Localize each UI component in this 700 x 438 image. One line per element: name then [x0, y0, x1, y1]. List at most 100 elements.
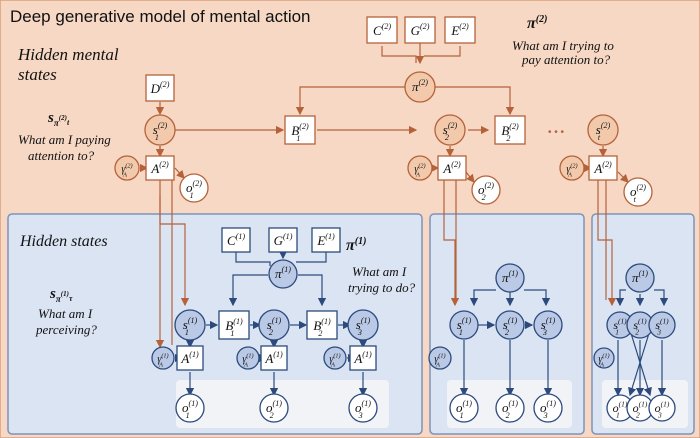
B1-upper-node: B(2)1: [284, 115, 316, 145]
lower-pi-question-2: trying to do?: [348, 280, 416, 295]
node-label: γ(1)A: [434, 353, 445, 369]
A-lower-node-3: A(1): [349, 345, 377, 371]
node-label: π(1): [632, 269, 648, 285]
node-label: s(1)1: [613, 317, 627, 337]
lower-s-question-2: perceiving?: [35, 322, 97, 337]
ot-upper-node: o(2)t: [623, 177, 653, 207]
D-node: D(2): [145, 74, 175, 102]
edge: [443, 180, 460, 307]
edge: [298, 274, 327, 307]
diagram-title: Deep generative model of mental action: [10, 7, 311, 26]
node-label: A(2): [442, 160, 461, 176]
s2-lower-node-2-shape: [495, 310, 525, 340]
edge: [597, 180, 617, 307]
s1-upper-node: s(2)1: [144, 114, 176, 146]
upper-s-question-2: attention to?: [28, 148, 95, 163]
G-node: G(2): [404, 16, 436, 44]
node-label: E(1): [316, 232, 335, 248]
node-label: o(1)2: [266, 399, 282, 420]
o2-upper-node: o(2)2: [471, 175, 501, 205]
upper-pi-question-1: What am I trying to: [512, 38, 614, 53]
s1-lower-node-shape: [174, 309, 206, 341]
gamma-lower-node-p2: γ(1)A: [428, 346, 452, 370]
pi-lower-node-3: π(1): [625, 263, 655, 293]
node-label: A(2): [593, 160, 612, 176]
node-label: o(1)2: [633, 400, 648, 420]
st-upper-node: s(2)t: [587, 114, 619, 146]
s2-upper-node-shape: [434, 114, 466, 146]
A-lower-node-1-shape: [176, 345, 204, 371]
A-lower-node-3-shape: [349, 345, 377, 371]
E-node: E(2): [444, 16, 476, 44]
node-label: A(1): [264, 350, 283, 366]
node-label: γ(2)A: [414, 163, 425, 179]
edge: [296, 250, 327, 263]
o2-lower-node-3: o(1)2: [626, 394, 654, 422]
node-label: o(1)2: [502, 399, 518, 420]
node-label: D(2): [150, 80, 170, 96]
o3-lower-node: o(1)3: [348, 393, 378, 423]
D-node-shape: [145, 74, 175, 102]
lower-pi-question-1: What am I: [352, 264, 407, 279]
s3-lower-node-3: s(1)3: [648, 311, 676, 339]
node-label: s(1)3: [356, 316, 371, 337]
o3-lower-node-3: o(1)3: [648, 394, 676, 422]
gamma-lower-node-2-shape: [236, 346, 260, 370]
A-upper-node-3-shape: [588, 155, 618, 181]
A-upper-node-2: A(2): [437, 155, 467, 181]
node-label: s(1)3: [655, 317, 669, 337]
gamma-upper-node-2: γ(2)A: [407, 155, 433, 181]
pi-lower-node-2: π(1): [495, 263, 525, 293]
edge: [381, 46, 417, 63]
edge: [424, 46, 461, 57]
gamma-lower-node-p3-shape: [593, 347, 615, 369]
nodes-layer: D(2) C(2) G(2) E(2) π(2) s(2)1 B(2)1 s(2)2 B(2)2…: [114, 16, 676, 423]
edge: [228, 274, 268, 307]
node-label: o(1)1: [182, 399, 198, 420]
o2-lower-node-2: o(1)2: [495, 393, 525, 423]
o1-upper-node: o(2)1: [179, 173, 209, 203]
node-label: o(1)3: [355, 399, 371, 420]
s1-lower-node: s(1)1: [174, 309, 206, 341]
node-label: s(1)3: [541, 316, 556, 337]
node-label: o(1)1: [456, 399, 472, 420]
s2-lower-node-2: s(1)2: [495, 310, 525, 340]
G-lower-node-shape: [268, 227, 298, 253]
node-label: s(2)2: [443, 121, 458, 142]
hidden-states-label: Hidden states: [19, 233, 108, 250]
node-label: C(1): [227, 232, 245, 248]
ellipsis-dots: • • •: [548, 127, 565, 138]
edge: [434, 86, 515, 116]
gamma-upper-node-3-shape: [559, 155, 585, 181]
node-label: C(2): [373, 22, 391, 38]
node-label: γ(1)A: [329, 353, 340, 369]
A-upper-node-1-shape: [145, 155, 175, 181]
o1-lower-node: o(1)1: [175, 393, 205, 423]
node-label: o(2)t: [630, 183, 646, 204]
s2-lower-node-3: s(1)2: [626, 311, 654, 339]
o2-lower-node-2-shape: [495, 393, 525, 423]
A-upper-node-1: A(2): [145, 155, 175, 181]
pi-upper-node: π(2): [404, 71, 436, 103]
node-label: A(1): [180, 350, 199, 366]
s3-lower-node-2: s(1)3: [533, 310, 563, 340]
node-label: o(1)3: [655, 400, 670, 420]
upper-pi-question-2: pay attention to?: [521, 52, 611, 67]
node-label: s(1)2: [503, 316, 518, 337]
o3-lower-node-3-shape: [648, 394, 676, 422]
E-lower-node-shape: [311, 227, 341, 253]
gamma-lower-node-p2-shape: [428, 346, 452, 370]
node-label: π(1): [275, 265, 291, 281]
gamma-upper-node-1: γ(2)A: [114, 155, 140, 181]
gamma-lower-node-3: γ(1)A: [323, 346, 347, 370]
A-lower-node-2-shape: [260, 345, 288, 371]
B2-upper-node: B(2)2: [494, 115, 526, 145]
gamma-upper-node-3: γ(2)A: [559, 155, 585, 181]
pi-lower-node-3-shape: [625, 263, 655, 293]
s2-lower-node-shape: [258, 309, 290, 341]
s3-lower-node-3-shape: [648, 311, 676, 339]
o3-lower-node-2: o(1)3: [533, 393, 563, 423]
node-label: B(2)1: [291, 122, 309, 143]
upper-s-question-1: What am I paying: [18, 132, 111, 147]
